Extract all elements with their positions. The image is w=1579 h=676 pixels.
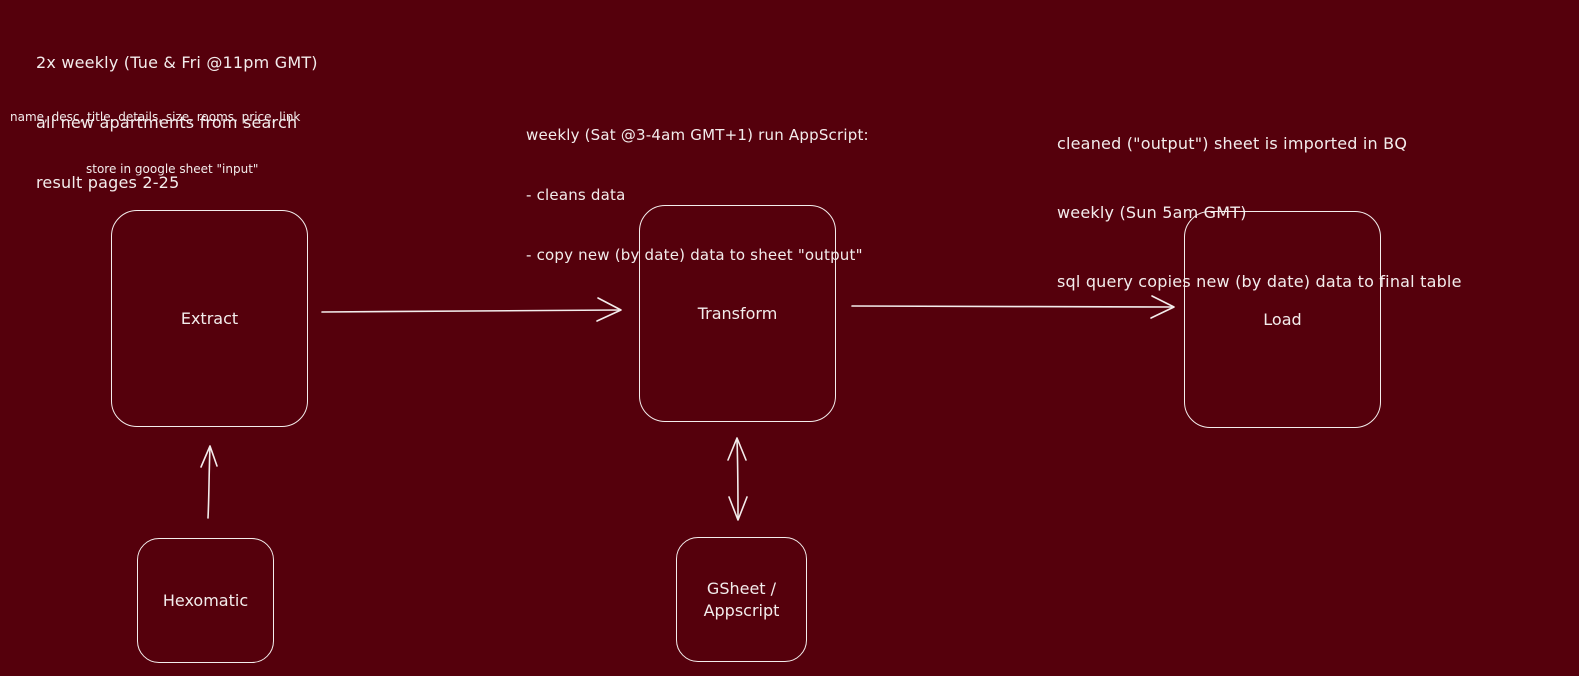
extract-node: Extract xyxy=(111,210,308,427)
extract-schedule-line-1: 2x weekly (Tue & Fri @11pm GMT) xyxy=(36,53,318,72)
hexomatic-node: Hexomatic xyxy=(137,538,274,663)
load-schedule-line-1: cleaned ("output") sheet is imported in … xyxy=(1057,134,1408,153)
extract-node-label: Extract xyxy=(180,308,239,328)
extract-schedule-line-3: result pages 2-25 xyxy=(36,173,180,192)
transform-node: Transform xyxy=(639,205,836,422)
transform-schedule-line-3: - copy new (by date) data to sheet "outp… xyxy=(526,246,863,264)
transform-schedule-line-1: weekly (Sat @3-4am GMT+1) run AppScript: xyxy=(526,126,869,144)
arrow-transform-gsheet-bidirectional xyxy=(727,437,748,521)
gsheet-node-label: GSheet / Appscript xyxy=(703,578,780,620)
transform-node-label: Transform xyxy=(697,303,778,323)
extract-schedule-line-2: all new apartments from search xyxy=(36,113,298,132)
gsheet-node: GSheet / Appscript xyxy=(676,537,807,662)
load-node-label: Load xyxy=(1263,309,1302,329)
extract-store-note: store in google sheet "input" xyxy=(86,162,259,176)
load-schedule-line-2: weekly (Sun 5am GMT) xyxy=(1057,203,1247,222)
transform-schedule-note: weekly (Sat @3-4am GMT+1) run AppScript:… xyxy=(526,85,869,305)
hexomatic-node-label: Hexomatic xyxy=(162,590,249,610)
load-schedule-note: cleaned ("output") sheet is imported in … xyxy=(1057,86,1462,339)
extract-fields-note: name, desc, title, details, size, rooms,… xyxy=(10,110,301,124)
arrow-hexomatic-to-extract xyxy=(200,445,218,519)
extract-schedule-note: 2x weekly (Tue & Fri @11pm GMT) all new … xyxy=(36,13,318,233)
load-node: Load xyxy=(1184,211,1381,428)
transform-schedule-line-2: - cleans data xyxy=(526,186,626,204)
load-schedule-line-3: sql query copies new (by date) data to f… xyxy=(1057,272,1462,291)
